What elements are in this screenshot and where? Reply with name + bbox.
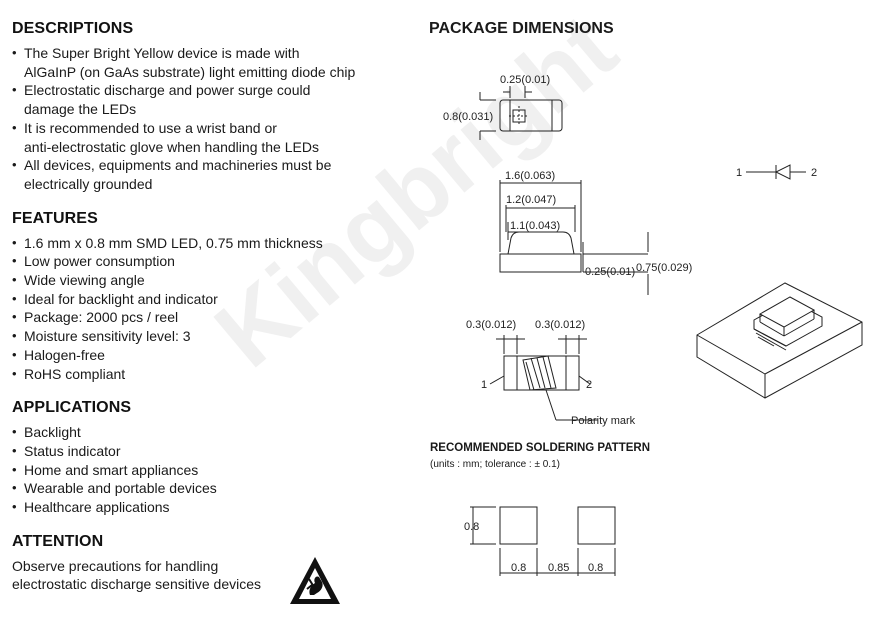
solder-width-right-label: 0.8 — [588, 562, 603, 574]
list-item: Backlight — [12, 423, 412, 442]
soldering-title: RECOMMENDED SOLDERING PATTERN — [430, 442, 650, 454]
applications-list: Backlight Status indicator Home and smar… — [12, 423, 412, 517]
list-item: Electrostatic discharge and power surge … — [12, 81, 412, 118]
list-item: Healthcare applications — [12, 498, 412, 517]
list-item: Ideal for backlight and indicator — [12, 290, 412, 309]
list-item: The Super Bright Yellow device is made w… — [12, 44, 412, 81]
side-total-height-label: 0.75(0.029) — [636, 262, 692, 274]
side-view-lens — [507, 231, 575, 255]
package-dimensions-title: PACKAGE DIMENSIONS — [429, 20, 614, 37]
bottom-pin1-label: 1 — [481, 379, 487, 391]
side-inner-label: 1.1(0.043) — [510, 220, 560, 232]
list-item: Wearable and portable devices — [12, 479, 412, 498]
diode-pin1-label: 1 — [736, 167, 742, 179]
left-column: DESCRIPTIONS The Super Bright Yellow dev… — [12, 20, 412, 594]
soldering-subtitle: (units : mm; tolerance : ± 0.1) — [430, 459, 560, 470]
list-item: Home and smart appliances — [12, 461, 412, 480]
list-item: Package: 2000 pcs / reel — [12, 308, 412, 327]
list-item: Wide viewing angle — [12, 271, 412, 290]
bottom-right-pad-label: 0.3(0.012) — [535, 319, 585, 331]
list-item: It is recommended to use a wrist band or… — [12, 119, 412, 156]
polarity-mark-label: Polarity mark — [571, 415, 636, 427]
solder-pad-right — [577, 506, 616, 545]
bottom-pin2-label: 2 — [586, 379, 592, 391]
top-view-body — [499, 99, 563, 132]
list-item: Status indicator — [12, 442, 412, 461]
list-item: 1.6 mm x 0.8 mm SMD LED, 0.75 mm thickne… — [12, 234, 412, 253]
esd-warning-icon — [290, 557, 340, 604]
solder-width-left-label: 0.8 — [511, 562, 526, 574]
descriptions-title: DESCRIPTIONS — [12, 20, 134, 37]
top-height-label: 0.8(0.031) — [443, 111, 493, 123]
side-pad-height-label: 0.25(0.01) — [585, 266, 635, 278]
list-item: Low power consumption — [12, 252, 412, 271]
diode-pin2-label: 2 — [811, 167, 817, 179]
side-mid-label: 1.2(0.047) — [506, 194, 556, 206]
list-item: RoHS compliant — [12, 365, 412, 384]
features-title: FEATURES — [12, 209, 98, 227]
solder-gap-label: 0.85 — [548, 562, 569, 574]
top-width-label: 0.25(0.01) — [500, 74, 550, 86]
side-overall-label: 1.6(0.063) — [505, 170, 555, 182]
descriptions-list: The Super Bright Yellow device is made w… — [12, 44, 412, 194]
attention-title: ATTENTION — [12, 532, 104, 550]
solder-height-label: 0.8 — [464, 521, 479, 533]
solder-pad-left — [499, 506, 538, 545]
features-list: 1.6 mm x 0.8 mm SMD LED, 0.75 mm thickne… — [12, 234, 412, 384]
list-item: All devices, equipments and machineries … — [12, 156, 412, 193]
list-item: Moisture sensitivity level: 3 — [12, 327, 412, 346]
list-item: Halogen-free — [12, 346, 412, 365]
bottom-left-pad-label: 0.3(0.012) — [466, 319, 516, 331]
side-view-base — [499, 253, 582, 273]
applications-title: APPLICATIONS — [12, 399, 132, 417]
